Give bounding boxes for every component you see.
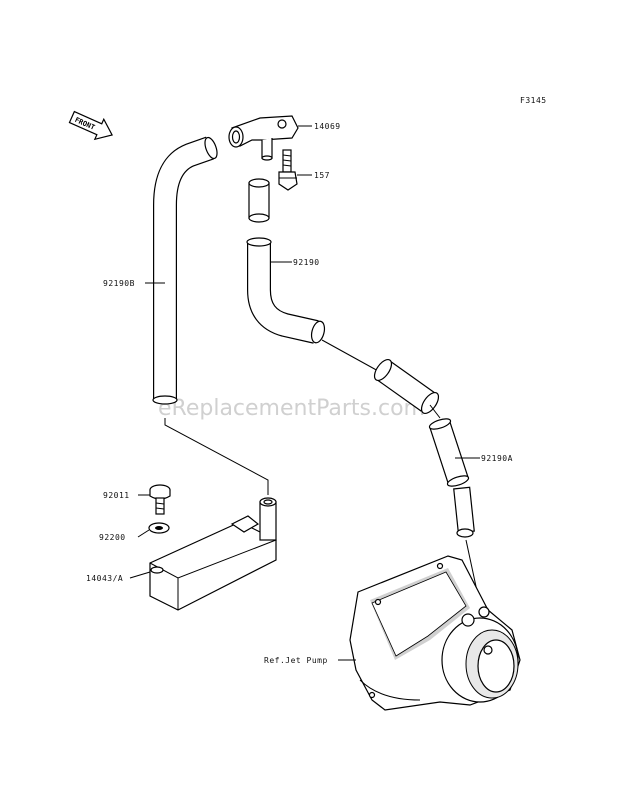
assembly-line: [164, 418, 269, 495]
hose-piece-right: [373, 358, 440, 415]
hose-92190a: [428, 418, 475, 538]
label-92190a: 92190A: [481, 454, 513, 463]
leaders: [129, 125, 480, 661]
jet-pump: [349, 555, 521, 711]
label-92190: 92190: [293, 258, 320, 267]
label-14043a: 14043/A: [86, 574, 123, 583]
fitting-14069: [228, 115, 299, 161]
screw-92011: [149, 484, 171, 515]
bolt-157: [278, 149, 298, 191]
watermark: eReplacementParts.com: [158, 396, 425, 421]
label-92011: 92011: [103, 491, 130, 500]
front-arrow-icon: FRONT: [68, 110, 113, 141]
figure-id: F3145: [520, 96, 547, 105]
label-92190b: 92190B: [103, 279, 135, 288]
hose-piece-upper: [248, 178, 270, 223]
bracket-14043a: [149, 497, 277, 611]
assembly-line: [321, 339, 381, 373]
washer-92200: [148, 522, 170, 534]
hose-92190: [246, 237, 326, 344]
label-92200: 92200: [99, 533, 126, 542]
label-157: 157: [314, 171, 330, 180]
label-14069: 14069: [314, 122, 341, 131]
assembly-line: [429, 404, 441, 419]
hose-92190b: [152, 136, 218, 405]
label-ref-jet-pump: Ref.Jet Pump: [264, 656, 328, 665]
